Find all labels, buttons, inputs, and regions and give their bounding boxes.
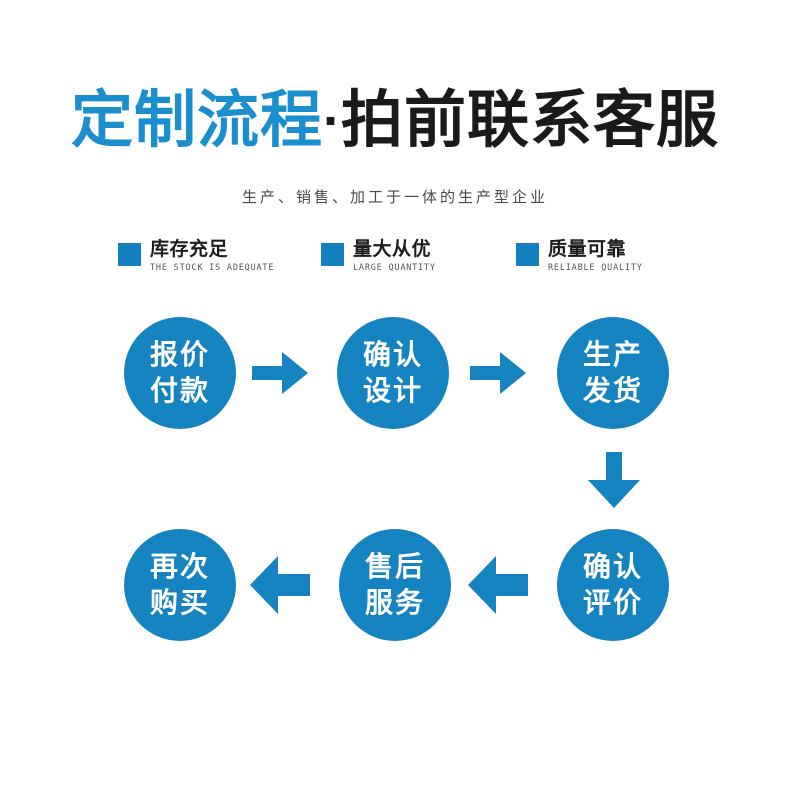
flow-node-line1: 确认 bbox=[582, 551, 643, 583]
flow-node-line2: 设计 bbox=[362, 375, 423, 406]
flow-node-line2: 评价 bbox=[582, 587, 643, 618]
feature-badge-quantity: 量大从优 LARGE QUANTITY bbox=[321, 240, 436, 273]
flow-node-after-sales: 售后 服务 bbox=[339, 529, 451, 641]
arrow-left-icon bbox=[468, 556, 528, 614]
feature-badge-stock: 库存充足 THE STOCK IS ADEQUATE bbox=[118, 240, 274, 273]
flow-node-produce-ship: 生产 发货 bbox=[557, 317, 669, 429]
feature-badge-label-cn: 量大从优 bbox=[353, 239, 432, 260]
flow-node-quote-payment: 报价 付款 bbox=[124, 317, 236, 429]
flow-node-confirm-review: 确认 评价 bbox=[557, 529, 669, 641]
flow-node-line1: 再次 bbox=[149, 551, 210, 583]
square-bullet-icon bbox=[516, 243, 539, 266]
feature-badge-label-cn: 质量可靠 bbox=[548, 239, 627, 260]
flow-node-line1: 确认 bbox=[362, 339, 423, 371]
feature-badge-label-en: RELIABLE QUALITY bbox=[548, 262, 643, 273]
page-title-blue: 定制流程 bbox=[70, 86, 323, 155]
arrow-right-icon bbox=[470, 348, 526, 398]
feature-badge-label-en: LARGE QUANTITY bbox=[353, 262, 436, 273]
page-title: 定制流程·拍前联系客服 bbox=[0, 86, 790, 155]
flow-node-line2: 购买 bbox=[149, 587, 210, 618]
feature-badge-text: 质量可靠 RELIABLE QUALITY bbox=[548, 240, 643, 273]
page-title-dark: 拍前联系客服 bbox=[340, 86, 719, 155]
arrow-left-icon bbox=[250, 556, 310, 614]
page-title-separator: · bbox=[323, 91, 341, 151]
flow-node-line2: 发货 bbox=[582, 375, 643, 406]
flow-node-confirm-design: 确认 设计 bbox=[337, 317, 449, 429]
flow-node-line1: 生产 bbox=[582, 339, 643, 371]
page-subtitle: 生产、销售、加工于一体的生产型企业 bbox=[241, 189, 548, 206]
feature-badge-label-cn: 库存充足 bbox=[150, 239, 229, 260]
feature-badge-label-en: THE STOCK IS ADEQUATE bbox=[150, 262, 275, 273]
square-bullet-icon bbox=[118, 243, 141, 266]
flow-node-repeat-purchase: 再次 购买 bbox=[124, 529, 236, 641]
arrow-right-icon bbox=[252, 348, 308, 398]
flow-node-line2: 付款 bbox=[149, 375, 210, 406]
square-bullet-icon bbox=[321, 243, 344, 266]
flow-node-line1: 报价 bbox=[149, 339, 210, 371]
feature-badge-quality: 质量可靠 RELIABLE QUALITY bbox=[516, 240, 643, 273]
feature-badge-list: 库存充足 THE STOCK IS ADEQUATE 量大从优 LARGE QU… bbox=[118, 240, 678, 284]
feature-badge-text: 库存充足 THE STOCK IS ADEQUATE bbox=[150, 240, 274, 273]
feature-badge-text: 量大从优 LARGE QUANTITY bbox=[353, 240, 436, 273]
flow-node-line2: 服务 bbox=[364, 587, 425, 618]
flow-node-line1: 售后 bbox=[364, 551, 425, 583]
arrow-down-icon bbox=[585, 452, 643, 508]
